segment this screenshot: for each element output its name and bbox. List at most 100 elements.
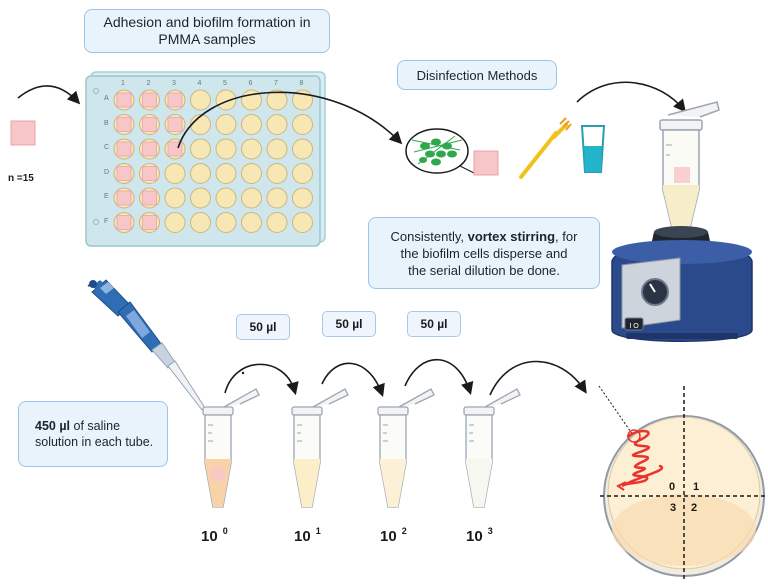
pmma-sample-icon [116,166,132,181]
plate-column-label: 3 [172,80,176,87]
pmma-sample-icon [116,215,132,230]
well [190,89,211,111]
well [241,163,262,184]
plate-column-label: 5 [223,80,227,87]
microtube-icon [659,101,720,233]
title-box: Adhesion and biofilm formation in PMMA s… [84,9,330,53]
volume-label-2: 50 µl [322,311,376,337]
arrow-icon [489,360,587,396]
toothbrush-icon [519,117,572,179]
plate-row-label: F [104,217,109,225]
arrow-icon [177,91,403,149]
quadrant-label-2: 2 [691,502,698,514]
pmma-sample-icon [10,120,36,146]
pipette-icon [87,279,206,411]
microtube-icon [377,388,435,508]
saline-line2: solution in each tube. [35,435,154,449]
well [241,138,262,160]
well [266,187,288,209]
plate-column-label: 6 [248,80,253,87]
dilution-base-3: 10 [466,528,483,545]
vortex-line3: the serial dilution be done. [408,262,560,278]
saline-box: 450 µl of saline solution in each tube. [18,401,168,467]
well [190,212,211,233]
well [215,163,237,184]
sample-count: n =15 [8,173,34,184]
well [215,187,237,209]
well [266,138,288,160]
dilution-exp-2: 2 [401,526,407,536]
well [266,114,288,135]
pmma-sample-icon [142,92,157,108]
well [215,89,237,111]
pmma-sample-icon [142,166,157,181]
bacteria-icon [405,128,499,176]
well [190,163,211,184]
well [266,212,288,233]
dilution-base-2: 10 [380,528,397,545]
well [241,114,262,135]
pmma-sample-icon [116,141,132,157]
dilution-exp-1: 1 [315,526,321,536]
title-line1: Adhesion and biofilm formation in [103,14,311,30]
arrow-icon [17,85,81,105]
plate-column-label: 1 [121,80,125,87]
pmma-sample-icon [116,117,132,132]
quadrant-label-1: 1 [693,481,700,493]
plate-column-label: 2 [146,80,151,87]
pmma-sample-icon [142,141,157,157]
plate-row-label: E [104,193,109,200]
vortex-line2: the biofilm cells disperse and [400,245,568,261]
well-plate-icon [85,71,326,247]
switch-glyph: I O [629,323,639,330]
disinfection-label: Disinfection Methods [416,67,538,83]
well [266,89,288,111]
streak-icon [621,429,664,488]
vortex-line1: Consistently, vortex stirring, for [391,228,578,245]
disinfection-box: Disinfection Methods [397,60,557,90]
dilution-label-2: 10 2 [380,526,407,545]
plate-row-label: A [104,95,109,102]
saline-bold: 450 µl [35,419,71,433]
vortex-box: Consistently, vortex stirring, for the b… [368,217,600,289]
well [190,114,211,135]
pmma-sample-icon [142,190,157,206]
vortex-prefix: Consistently, [390,228,468,244]
well [292,163,313,184]
saline-line1: 450 µl of saline [35,418,120,434]
well [292,187,313,209]
well [266,163,288,184]
pmma-sample-icon [116,92,132,108]
vortex-bold: vortex stirring [467,228,556,244]
well [190,138,211,160]
petri-dish-icon [598,385,768,580]
well [164,187,186,209]
well [292,138,313,160]
pmma-sample-icon [142,215,157,230]
well [241,212,262,233]
vortex-suffix: , for [555,228,578,244]
well [215,114,237,135]
dot-mark [241,371,245,375]
arrow-icon [404,358,474,396]
plate-column-label: 4 [197,80,202,87]
pmma-sample-icon [116,190,132,206]
volume-label-1: 50 µl [236,314,290,340]
well [292,114,313,135]
pmma-sample-icon [167,92,183,108]
well [241,187,262,209]
pmma-sample-icon [167,117,183,132]
arrow-icon [576,81,687,113]
well [292,212,313,233]
vortex-mixer-icon: I O [611,226,753,342]
plate-row-label: B [104,119,109,127]
saline-rest: of saline [70,419,121,433]
plate-column-label: 7 [274,80,278,87]
arrow-icon [224,363,299,396]
well [215,212,237,233]
water-glass-icon [580,125,606,173]
microtube-icon [202,388,260,508]
plate-column-label: 8 [299,80,304,87]
